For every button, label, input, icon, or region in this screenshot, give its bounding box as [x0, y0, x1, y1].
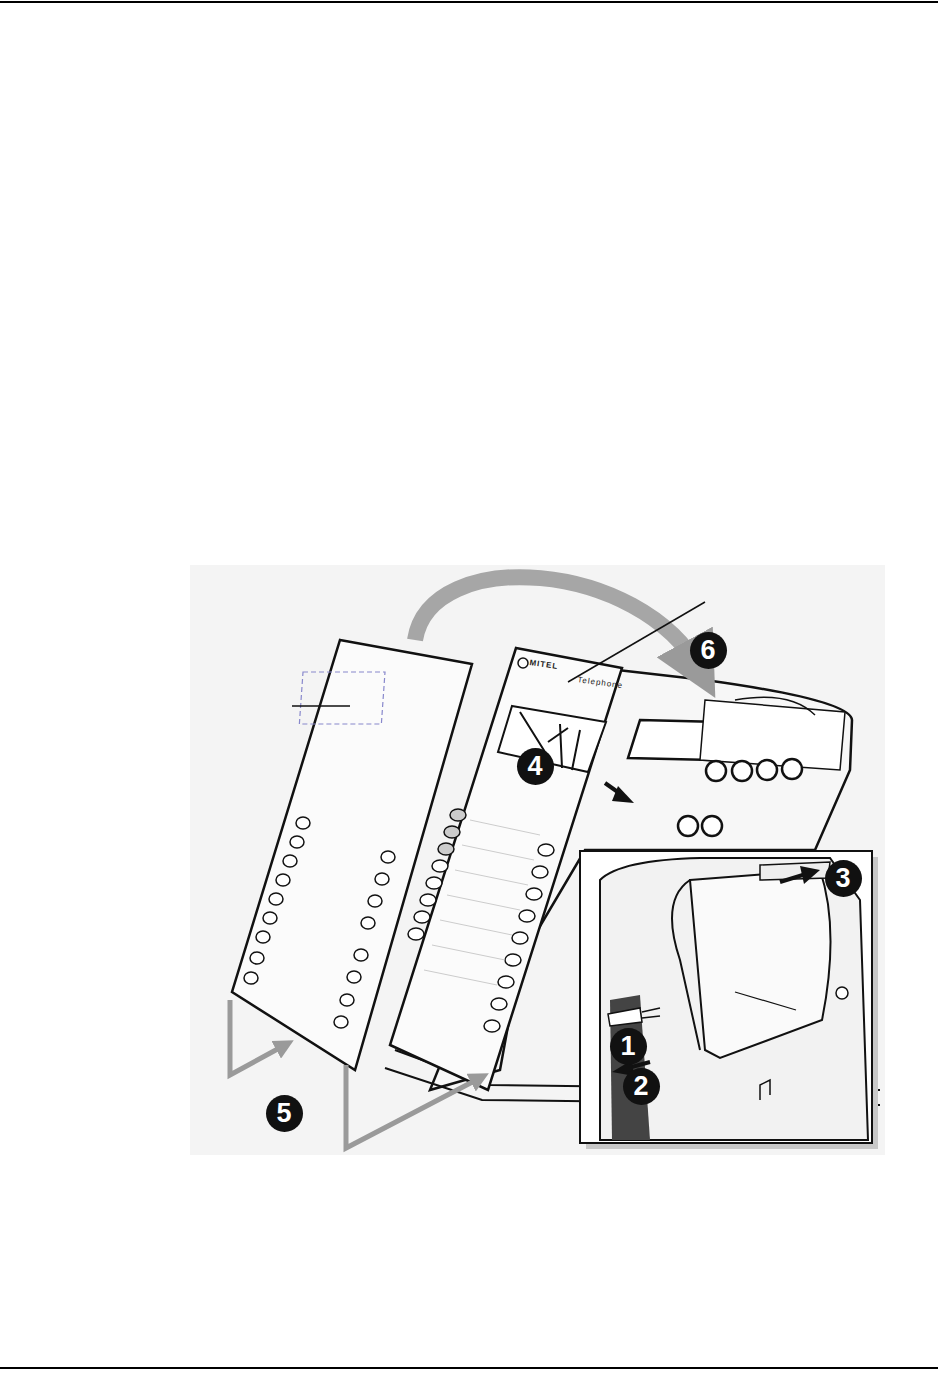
callout-text: 2 — [633, 1073, 648, 1100]
leader-line — [292, 705, 350, 707]
callout-number: 4 — [517, 748, 554, 785]
figure-ground — [190, 565, 885, 1155]
expansion-module — [232, 640, 472, 1070]
callout-number: 1 — [610, 1028, 647, 1065]
callout-text: 5 — [276, 1100, 291, 1127]
callout-text: 1 — [620, 1033, 635, 1060]
insert-arrow — [230, 1000, 285, 1075]
callout-text: 4 — [527, 753, 542, 780]
slide-arrow-head — [612, 786, 634, 803]
callout-number: 3 — [825, 860, 862, 897]
insert-arrow — [346, 1065, 480, 1148]
leader-line — [568, 602, 705, 682]
callout-number: 6 — [690, 632, 727, 669]
callout-text: 6 — [700, 637, 715, 664]
top-rule — [0, 1, 938, 3]
inset-detail — [580, 851, 878, 1149]
callout-text: 3 — [835, 865, 850, 892]
callout-number: 5 — [266, 1095, 303, 1132]
bottom-rule — [0, 1367, 938, 1369]
callout-number: 2 — [623, 1068, 660, 1105]
